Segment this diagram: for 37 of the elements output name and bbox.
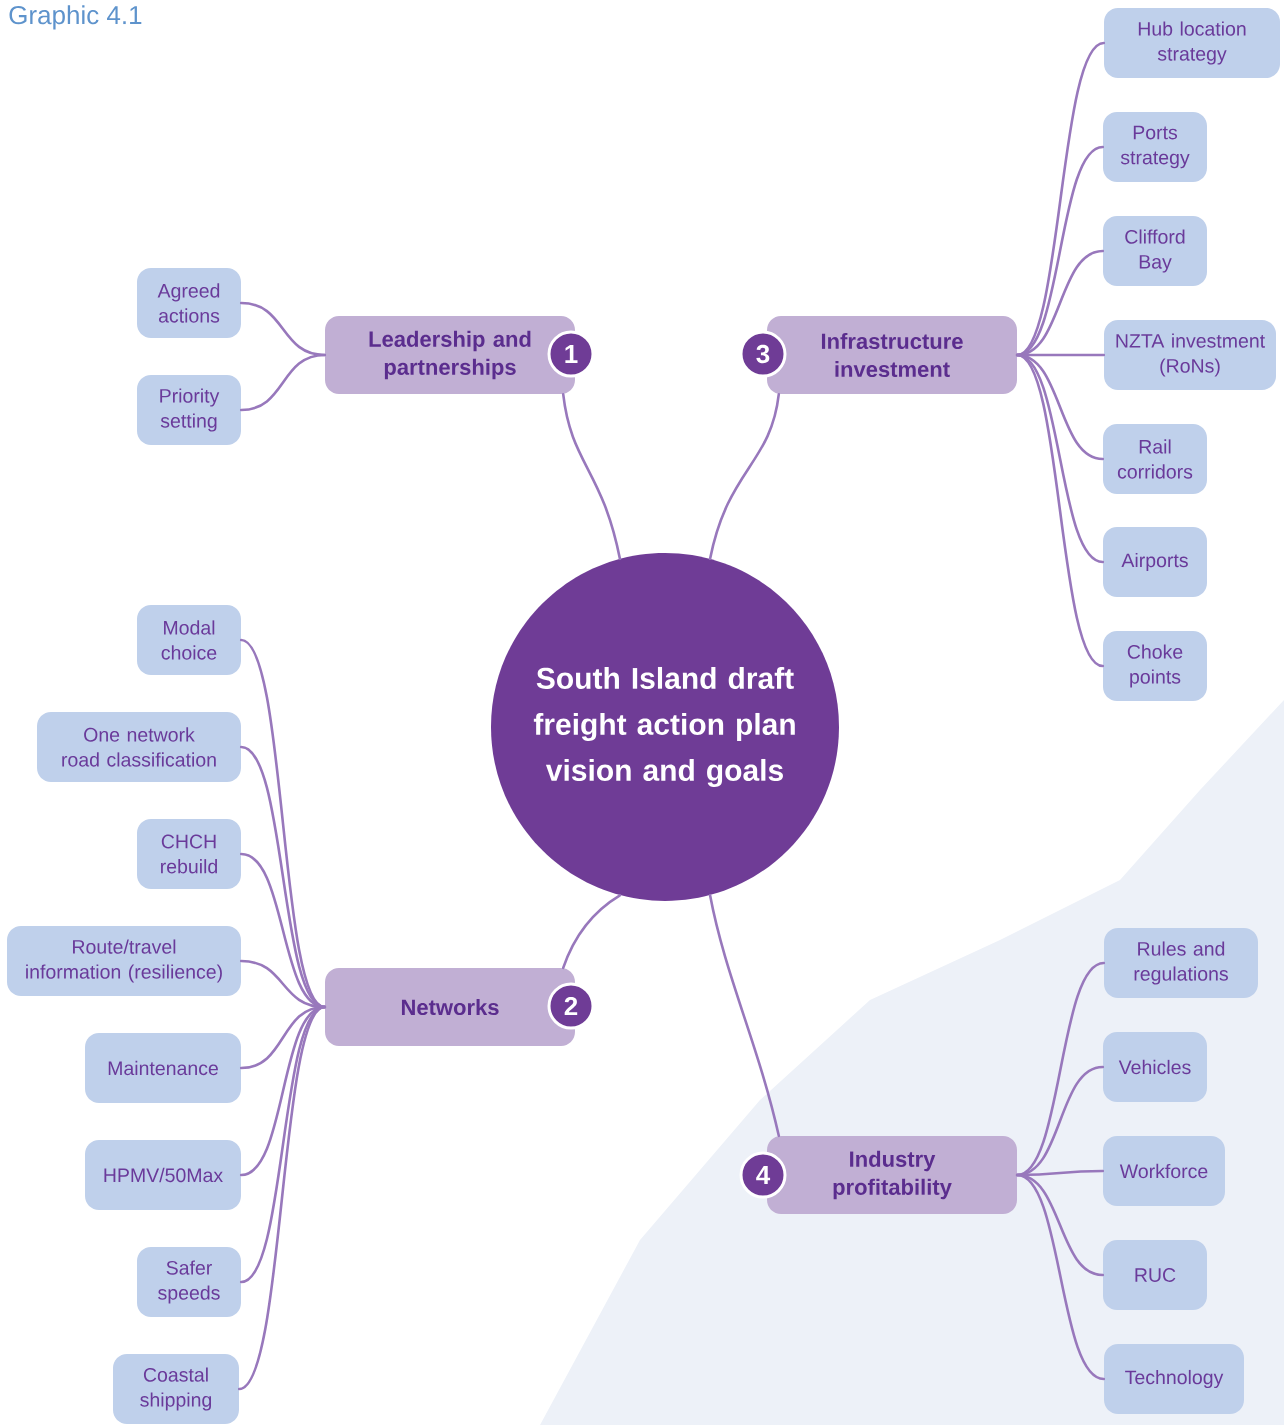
topic-box: Modal choice (137, 605, 241, 675)
connector-line (708, 392, 781, 561)
connector-line (708, 893, 781, 1138)
connector-line (239, 745, 327, 1009)
topic-box: Maintenance (85, 1033, 241, 1103)
topic-box: Clifford Bay (1103, 216, 1207, 286)
topic-box: Route/travel information (resilience) (7, 926, 241, 996)
topic-box: Agreed actions (137, 268, 241, 338)
title: Graphic 4.1 (9, 5, 142, 30)
connector-line (239, 353, 327, 412)
topic-box: One network road classification (37, 712, 241, 782)
topic-box: CHCH rebuild (137, 819, 241, 889)
topic-box: Priority setting (137, 375, 241, 445)
topic-box: NZTA investment (RoNs) (1104, 320, 1276, 390)
topic-box: RUC (1103, 1240, 1207, 1310)
topic-box: Workforce (1103, 1136, 1225, 1206)
connector-line (1015, 353, 1105, 668)
topic-box: Rail corridors (1103, 424, 1207, 494)
topic-box: Coastal shipping (113, 1354, 239, 1424)
topic-box: Ports strategy (1103, 112, 1207, 182)
topic-box: Choke points (1103, 631, 1207, 701)
topic-box: Technology (1104, 1344, 1244, 1414)
topic-box: Hub location strategy (1104, 8, 1280, 78)
number-badge: 1 (547, 330, 595, 378)
number-badge: 2 (547, 982, 595, 1030)
connector-line (1015, 1173, 1106, 1381)
connector-line (561, 392, 622, 561)
connector-line (237, 1005, 327, 1391)
number-badge: 4 (739, 1151, 787, 1199)
connector-line (561, 893, 622, 970)
connector-line (1015, 41, 1106, 357)
number-badge: 3 (739, 330, 787, 378)
topic-box: Safer speeds (137, 1247, 241, 1317)
topic-box: HPMV/50Max (85, 1140, 241, 1210)
topic-box: Vehicles (1103, 1032, 1207, 1102)
topic-box: Airports (1103, 527, 1207, 597)
topic-box: Rules and regulations (1104, 928, 1258, 998)
